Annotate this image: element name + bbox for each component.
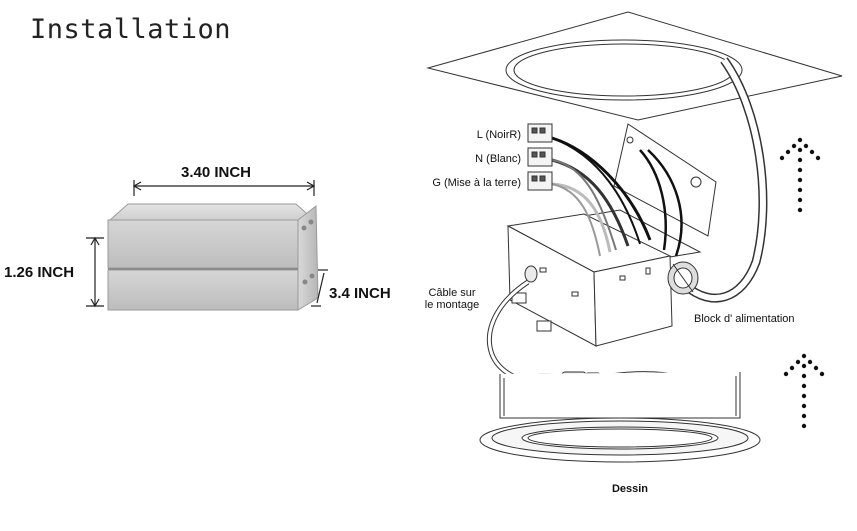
light-fixture <box>479 372 761 463</box>
wire-label-neutral: N (Blanc) <box>475 153 521 165</box>
ceiling-panel <box>426 11 843 121</box>
arrow-up-icon <box>779 137 821 213</box>
screw-icon <box>302 279 308 285</box>
depth-label: 3.4 INCH <box>329 285 391 302</box>
screw-icon <box>301 225 307 231</box>
page-title: Installation <box>30 14 232 45</box>
drawing-caption: Dessin <box>612 483 648 495</box>
width-dimension: 3.40 INCH <box>132 164 316 196</box>
depth-dimension: 3.4 INCH <box>311 269 391 307</box>
screw-icon <box>309 273 315 279</box>
terminal-blocks <box>527 123 553 191</box>
conduit <box>683 57 768 303</box>
cable-connector <box>667 261 699 295</box>
wire-label-ground: G (Mise à la terre) <box>432 177 521 189</box>
arrow-up-icon <box>783 353 825 429</box>
cable-label-line2: le montage <box>425 299 479 311</box>
wire-label-line: L (NoirR) <box>477 129 521 141</box>
height-label: 1.26 INCH <box>4 264 74 281</box>
cable-label-line1: Câble sur <box>428 287 475 299</box>
screw-icon <box>308 219 314 225</box>
wires <box>551 136 683 257</box>
driver-box <box>107 203 319 311</box>
power-block-label: Block d' alimentation <box>694 313 795 325</box>
height-dimension: 1.26 INCH <box>4 236 104 308</box>
width-label: 3.40 INCH <box>181 164 251 181</box>
